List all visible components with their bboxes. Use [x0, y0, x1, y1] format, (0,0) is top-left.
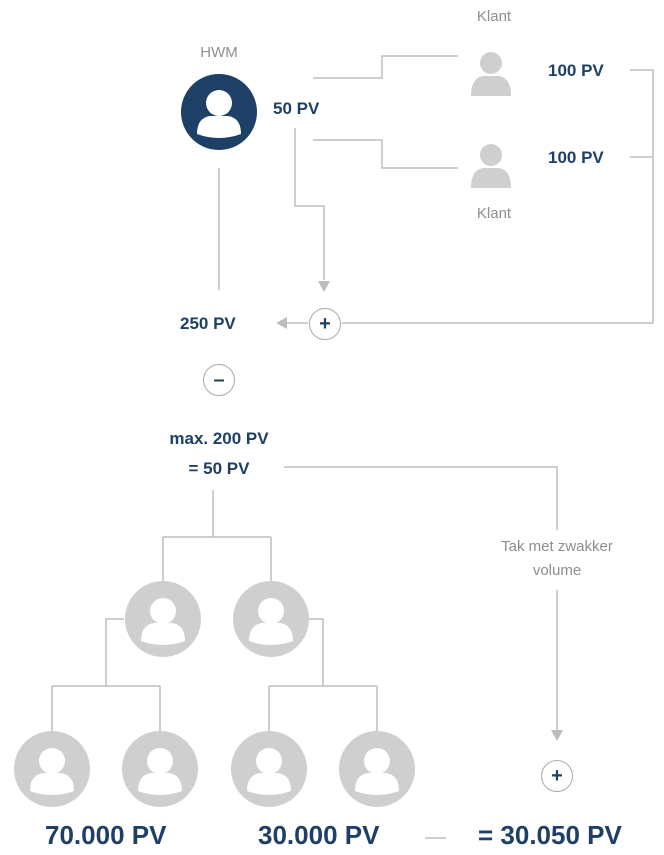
downline-avatar: [125, 581, 201, 657]
left-leg-pv: 70.000 PV: [45, 820, 167, 850]
arrow-icon: [318, 281, 330, 292]
downline-avatar: [14, 731, 90, 807]
downline-avatar: [233, 581, 309, 657]
customer-person-icon: [471, 52, 511, 96]
hwm-label: HWM: [200, 44, 238, 61]
hwm-pv: 50 PV: [273, 99, 320, 118]
arrow-icon: [276, 317, 287, 329]
downline-avatar: [122, 731, 198, 807]
customer-bottom-label: Klant: [476, 205, 512, 222]
branch-note-line2: volume: [532, 562, 582, 579]
downline-avatar: [231, 731, 307, 807]
arrow-icon: [551, 730, 563, 741]
branch-note-line1: Tak met zwakker: [501, 538, 613, 555]
minus-icon: –: [203, 364, 235, 396]
arrow-heads: [276, 281, 563, 741]
right-leg-pv: 30.000 PV: [258, 820, 380, 850]
hwm-avatar: [181, 74, 257, 150]
customer-person-icon: [471, 144, 511, 188]
connector-lines: [51, 55, 654, 732]
result-pv-text: = 50 PV: [188, 459, 250, 478]
plus-icon: +: [541, 760, 573, 792]
max-pv-text: max. 200 PV: [169, 429, 269, 448]
total-pv: 250 PV: [180, 314, 236, 333]
downline-avatar: [339, 731, 415, 807]
plus-icon: +: [309, 308, 341, 340]
customer-top-label: Klant: [476, 8, 512, 25]
customer-bottom-pv: 100 PV: [548, 148, 604, 167]
final-result-pv: = 30.050 PV: [478, 820, 622, 850]
customer-top-pv: 100 PV: [548, 61, 604, 80]
